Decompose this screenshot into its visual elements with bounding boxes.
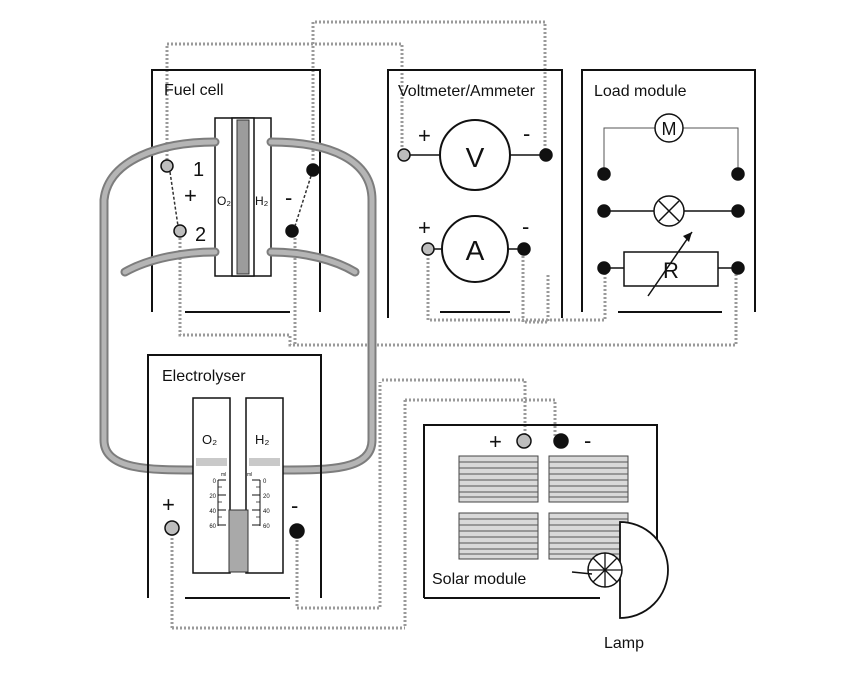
solar-terminal-pos[interactable] [516, 433, 532, 449]
ammeter-terminal-pos[interactable] [421, 242, 435, 256]
solar-panel-bottom-left [458, 512, 539, 560]
hydrogen-return-tube-inner [268, 249, 358, 275]
o2-tick-60: 60 [209, 524, 216, 530]
ammeter-minus: - [522, 214, 529, 239]
electrolyser-terminal-neg[interactable] [289, 523, 305, 539]
h2-scale: 0 20 40 60 ml [247, 472, 270, 530]
lamp-dome [619, 521, 669, 619]
h2-tick-60: 60 [263, 524, 270, 530]
fuel-cell-terminal-2[interactable] [173, 224, 187, 238]
solar-panel-bottom-right [548, 512, 629, 560]
load-title: Load module [594, 83, 687, 100]
electrolyser-frame [147, 354, 322, 598]
solar-minus: - [584, 428, 591, 453]
solar-title: Solar module [432, 571, 526, 588]
voltmeter-terminal-pos[interactable] [397, 148, 411, 162]
electrolyser-h2-label: H₂ [255, 432, 269, 447]
solar-panel-top-right [548, 455, 629, 503]
rheostat-arrow [647, 231, 693, 297]
o2-tick-40: 40 [209, 509, 216, 515]
meter-title: Voltmeter/Ammeter [398, 83, 536, 100]
solar-frame [423, 424, 658, 598]
solar-plus: + [489, 429, 502, 454]
meter-module: Voltmeter/Ammeter V + - A + - [387, 69, 563, 318]
solar-panel-top-left [458, 455, 539, 503]
h2-scale-unit: ml [247, 472, 252, 478]
electrolyte-reservoir [228, 509, 249, 573]
o2-tick-20: 20 [209, 494, 216, 500]
fuel-cell-terminal-neg-bottom[interactable] [285, 224, 299, 238]
electrolyser-terminal-pos[interactable] [164, 520, 180, 536]
o2-scale-unit: ml [221, 472, 226, 478]
lamp-arm [571, 571, 593, 575]
voltmeter-symbol: V [466, 142, 485, 173]
voltmeter-minus: - [523, 121, 530, 146]
h2-tick-0: 0 [263, 479, 267, 485]
fuel-cell-minus: - [285, 185, 292, 210]
rheostat-arrowhead [683, 232, 692, 242]
resistor-terminal-right[interactable] [731, 261, 745, 275]
fuel-cell-o2-label: O₂ [217, 194, 231, 208]
motor-terminal-left[interactable] [597, 167, 611, 181]
fuel-cell-terminal-1[interactable] [160, 159, 174, 173]
fuel-cell-module: Fuel cell O₂ H₂ 1 + 2 - [151, 69, 321, 313]
ammeter-symbol: A [466, 235, 485, 266]
voltmeter-plus: + [418, 123, 431, 148]
lamp-group: Lamp [571, 521, 669, 652]
resistor-box [623, 251, 719, 287]
resistor-symbol: R [663, 258, 679, 283]
fuel-cell-label-1: 1 [193, 159, 204, 181]
bulb-cross-b [658, 200, 680, 222]
fuel-cell-jumper-pos [169, 171, 179, 227]
hydrogen-tube-inner [268, 139, 375, 473]
motor-terminal-right[interactable] [731, 167, 745, 181]
bulb-terminal-left[interactable] [597, 204, 611, 218]
h2-tick-20: 20 [263, 494, 270, 500]
electrolyser-title: Electrolyser [162, 368, 246, 385]
ammeter-plus: + [418, 215, 431, 240]
fuel-cell-membrane [236, 119, 250, 275]
load-module: Load module M R [581, 69, 756, 313]
fuel-cell-jumper-neg [294, 175, 312, 227]
fuel-cell-plus: + [184, 183, 197, 208]
fuel-cell-h2-label: H₂ [255, 194, 269, 208]
resistor-terminal-left[interactable] [597, 261, 611, 275]
o2-cylinder [192, 397, 231, 574]
h2-water-level [249, 458, 280, 466]
fuel-cell-frame [151, 69, 321, 312]
voltmeter-terminal-neg[interactable] [539, 148, 553, 162]
lamp-label: Lamp [604, 635, 644, 652]
electrolyser-module: Electrolyser O₂ H₂ 0 20 40 60 ml [147, 354, 322, 599]
meter-frame [387, 69, 563, 318]
solar-module: Solar module + - [423, 424, 658, 599]
bulb-terminal-right[interactable] [731, 204, 745, 218]
gas-tubes [99, 137, 377, 475]
motor-circle [654, 113, 684, 143]
solar-terminal-neg[interactable] [553, 433, 569, 449]
wires [165, 20, 738, 630]
oxygen-return-tube-inner [122, 249, 218, 275]
fuel-cell-label-2: 2 [195, 224, 206, 246]
h2-tick-40: 40 [263, 509, 270, 515]
ammeter-terminal-neg[interactable] [517, 242, 531, 256]
o2-water-level [196, 458, 227, 466]
fuel-cell-title: Fuel cell [164, 82, 224, 99]
o2-tick-0: 0 [213, 479, 217, 485]
h2-cylinder [245, 397, 284, 574]
electrolyser-plus: + [162, 492, 175, 517]
load-frame [581, 69, 756, 312]
motor-symbol: M [662, 119, 677, 139]
fuel-cell-terminal-neg-top[interactable] [306, 163, 320, 177]
o2-scale: 0 20 40 60 ml [209, 472, 226, 530]
oxygen-tube-inner [101, 139, 218, 473]
electrolyser-o2-label: O₂ [202, 432, 217, 447]
electrolyser-minus: - [291, 493, 298, 518]
